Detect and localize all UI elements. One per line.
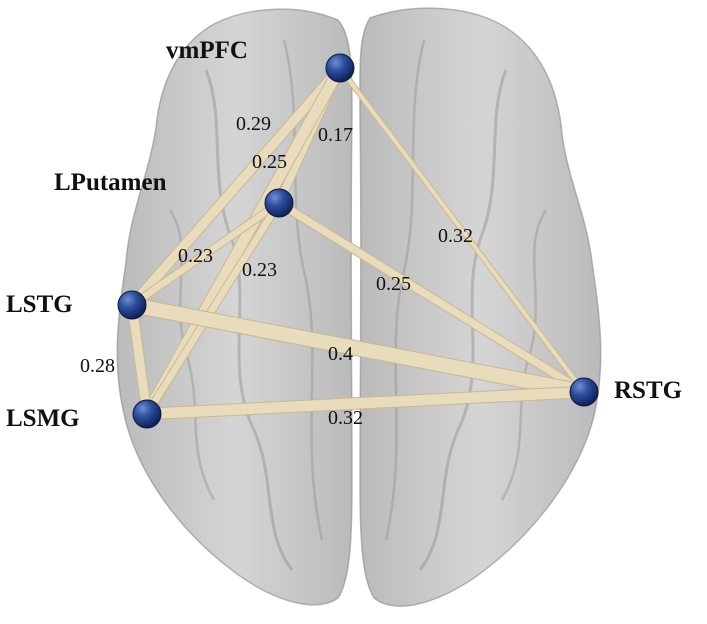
node-label-lputamen: LPutamen	[54, 169, 167, 196]
edge-lputamen-lsmg	[143, 199, 283, 418]
edge-lstg-rstg	[125, 298, 591, 399]
edge-weight-label: 0.28	[80, 355, 115, 377]
edge-lstg-lsmg	[127, 300, 152, 419]
node-layer	[117, 53, 599, 429]
edge-layer	[124, 61, 592, 421]
edge-lputamen-rstg	[275, 199, 588, 396]
edge-weight-label: 0.25	[376, 273, 411, 295]
node-label-vmpfc: vmPFC	[166, 37, 248, 64]
edge-vmpfc-rstg	[338, 66, 586, 394]
node-lstg	[117, 290, 147, 320]
edge-weight-label: 0.17	[318, 124, 353, 146]
edge-lputamen-lstg	[128, 199, 283, 309]
edge-weight-label: 0.32	[328, 407, 363, 429]
node-rstg	[569, 377, 599, 407]
edge-weight-label: 0.23	[242, 259, 277, 281]
edge-vmpfc-lstg	[127, 63, 345, 310]
edge-weight-label: 0.4	[328, 343, 353, 365]
node-label-rstg: RSTG	[614, 377, 682, 404]
edge-weight-label: 0.32	[438, 225, 473, 247]
edge-weight-label: 0.23	[178, 245, 213, 267]
edge-label-layer: 0.29 0.17 0.25 0.32 0.23 0.23 0.25 0.28 0.4 0.32	[80, 113, 473, 429]
edge-weight-label: 0.29	[236, 113, 271, 135]
edge-lsmg-rstg	[141, 386, 590, 420]
edge-weight-label: 0.25	[252, 151, 287, 173]
node-lsmg	[132, 399, 162, 429]
node-vmpfc	[325, 53, 355, 83]
node-lputamen	[264, 188, 294, 218]
node-label-lsmg: LSMG	[6, 405, 80, 432]
node-label-lstg: LSTG	[6, 291, 73, 318]
brain-right-hemisphere	[359, 7, 602, 607]
